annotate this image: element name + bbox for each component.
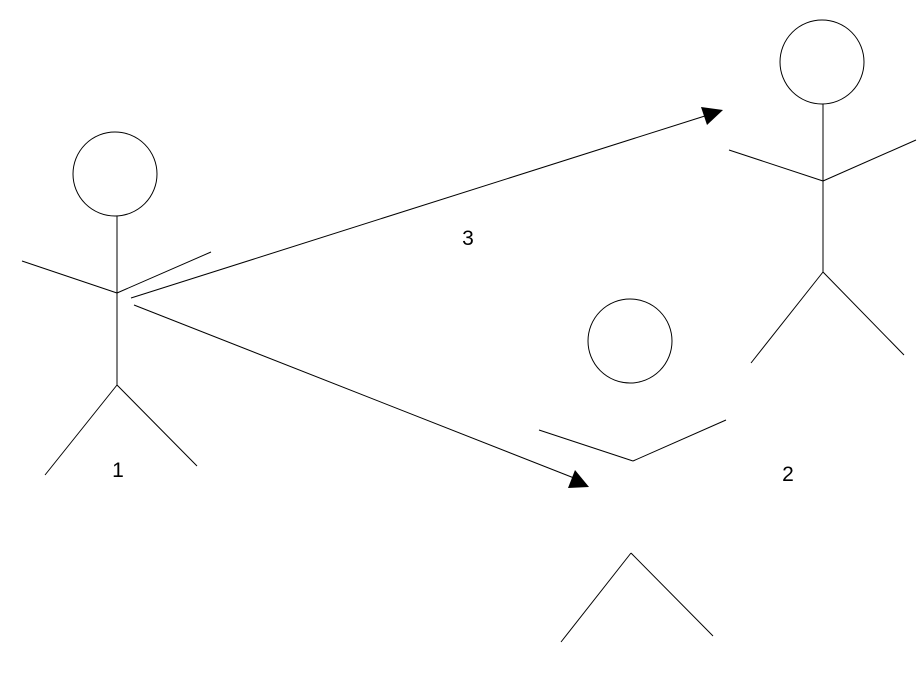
actor-label-2: 2 bbox=[782, 463, 794, 486]
actor-top-right-right-arm bbox=[822, 139, 917, 182]
actor-1-head bbox=[72, 131, 158, 217]
actor-top-right-right-leg bbox=[822, 271, 905, 356]
actor-top-right-head bbox=[779, 19, 865, 105]
actor-1-left-arm bbox=[21, 260, 118, 294]
actor-figure-2 bbox=[538, 298, 727, 643]
actor-1-right-leg bbox=[116, 384, 198, 467]
connection-line-to-2 bbox=[133, 304, 575, 479]
actor-2-head bbox=[587, 298, 673, 384]
connection-line-3 bbox=[130, 114, 709, 299]
arrowhead-icon bbox=[701, 107, 723, 125]
actor-2-right-leg bbox=[630, 552, 714, 637]
arrowhead-icon bbox=[568, 470, 589, 488]
actor-label-1: 1 bbox=[112, 459, 124, 482]
connection-arrow-to-2 bbox=[133, 304, 589, 488]
connection-label-3: 3 bbox=[462, 227, 474, 250]
actor-figure-1 bbox=[21, 131, 212, 476]
actor-2-left-leg bbox=[560, 552, 632, 643]
actor-figure-top-right bbox=[728, 19, 917, 364]
actor-2-left-arm bbox=[538, 429, 634, 462]
connection-arrow-3 bbox=[130, 107, 723, 299]
actor-1-left-leg bbox=[44, 384, 118, 476]
actor-1-right-arm bbox=[116, 251, 212, 294]
actor-2-right-arm bbox=[632, 419, 727, 462]
actor-top-right-left-arm bbox=[728, 149, 824, 182]
actor-top-right-left-leg bbox=[750, 271, 824, 364]
